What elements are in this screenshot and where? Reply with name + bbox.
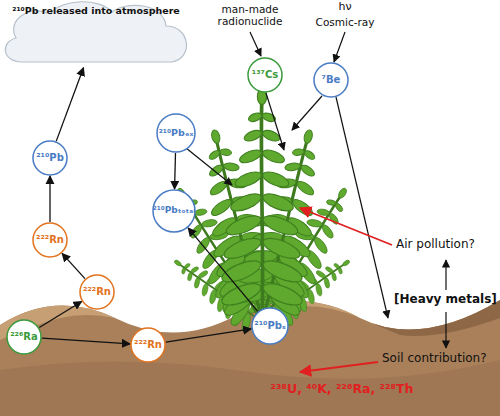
source-label: Cosmic-ray (302, 16, 388, 28)
radionuclide-circle: ²¹⁰Pbₛ (251, 307, 289, 345)
flow-arrow (174, 153, 176, 189)
radionuclide-circle: ²²²Rn (130, 327, 166, 363)
heavy-metals-label: [Heavy metals] (394, 293, 500, 307)
source-label: man-made radionuclide (212, 3, 288, 27)
flow-arrow (42, 338, 130, 344)
red-arrows (300, 208, 392, 372)
radionuclide-circle: ²²²Rn (32, 222, 68, 258)
flow-arrow (49, 176, 50, 222)
source-label: hν (330, 1, 360, 14)
nuclide-text: ¹³⁷Cs (252, 70, 278, 81)
radionuclide-circle: ²²²Rn (79, 274, 115, 310)
radionuclide-circle: ²²⁶Ra (6, 319, 42, 355)
nuclide-text: ²²²Rn (36, 235, 64, 246)
nuclide-text: ²²²Rn (134, 340, 162, 351)
nuclide-text: ²¹⁰Pbₛ (254, 321, 285, 332)
soil-radionuclide-label: ²³⁸U, ⁴⁰K, ²²⁶Ra, ²²⁸Th (222, 382, 462, 396)
atmosphere-cloud: ²¹⁰Pb released into atmosphere (0, 0, 192, 68)
radionuclide-circle: ¹³⁷Cs (247, 57, 283, 93)
soil-layer (0, 360, 500, 416)
question-label: Soil contribution? (382, 352, 500, 366)
radionuclide-circle: ²¹⁰Pbₑₓ (156, 113, 196, 153)
radionuclide-circle: ⁷Be (313, 62, 349, 98)
flow-arrow (56, 68, 83, 141)
nuclide-text: ²¹⁰Pb (36, 153, 64, 164)
question-label: Air pollution? (396, 238, 500, 252)
nuclide-text: ⁷Be (322, 75, 341, 86)
nuclide-text: ²²⁶Ra (10, 332, 38, 343)
radionuclide-circle: ²¹⁰Pbₜₒₜₐₗ (152, 189, 196, 233)
flow-arrow (62, 253, 85, 278)
nuclide-text: ²¹⁰Pbₜₒₜₐₗ (153, 206, 195, 215)
radionuclide-circle: ²¹⁰Pb (32, 140, 68, 176)
flow-arrow (39, 301, 81, 327)
nuclide-text: ²¹⁰Pbₑₓ (159, 128, 194, 138)
cloud-text: ²¹⁰Pb released into atmosphere (12, 6, 180, 16)
flow-arrow (188, 228, 258, 312)
nuclide-text: ²²²Rn (83, 287, 111, 298)
flow-arrow (166, 329, 251, 342)
